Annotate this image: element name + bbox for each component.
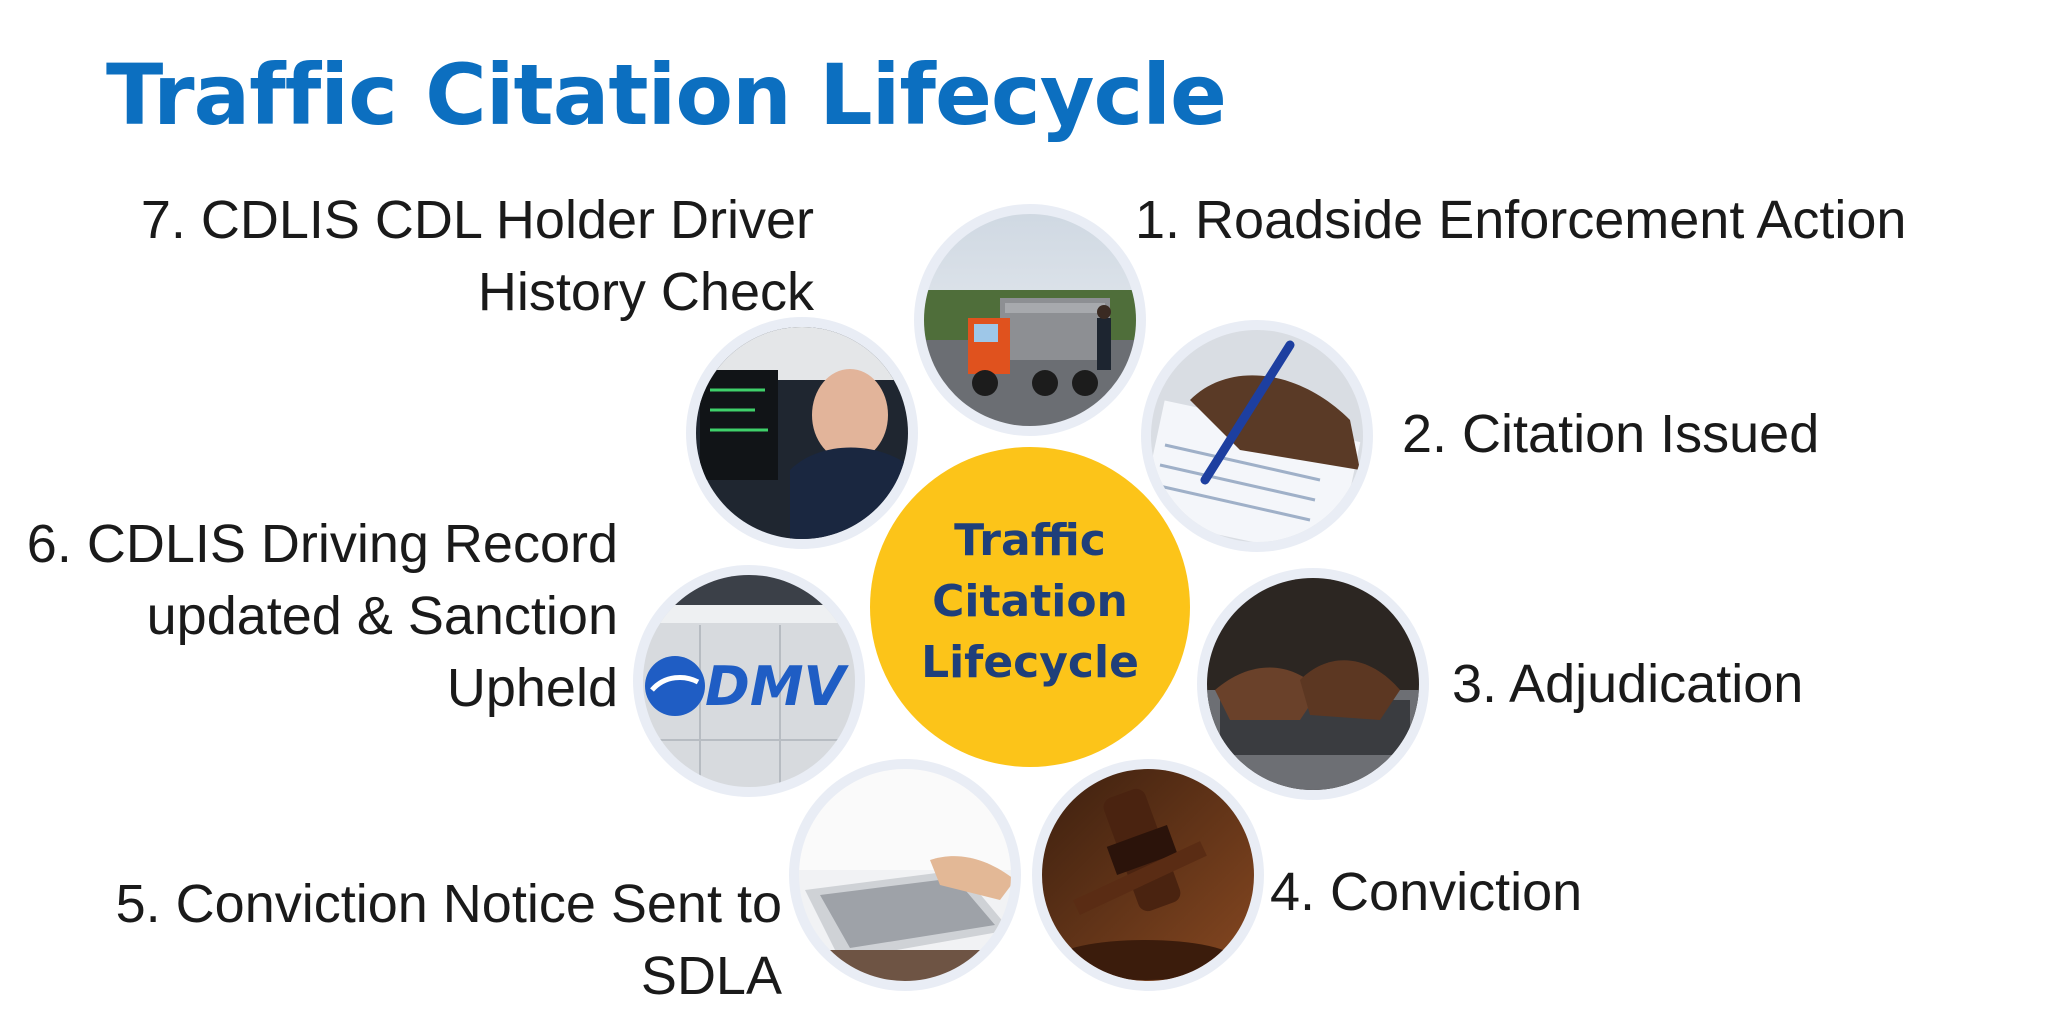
center-label: Traffic Citation Lifecycle xyxy=(921,515,1139,688)
laptop-notice-photo-icon xyxy=(789,759,1021,991)
step-1-label: 1. Roadside Enforcement Action xyxy=(1135,190,1907,250)
step-7-label: 7. CDLIS CDL Holder Driver History Check xyxy=(140,190,814,322)
typing-laptop-photo-icon xyxy=(1197,568,1429,800)
dmv-logo-text: DMV xyxy=(705,655,850,718)
center-circle xyxy=(870,447,1190,767)
truck-inspection-photo-icon xyxy=(914,204,1146,436)
step-6-label: 6. CDLIS Driving Record updated & Sancti… xyxy=(26,514,618,718)
gavel-photo-icon xyxy=(1032,759,1264,991)
step-3-label: 3. Adjudication xyxy=(1452,654,1804,714)
dmv-sign-photo-icon: DMV xyxy=(633,565,865,797)
step-5-label: 5. Conviction Notice Sent to SDLA xyxy=(115,874,782,1006)
signing-form-photo-icon xyxy=(1141,320,1373,552)
step-2-label: 2. Citation Issued xyxy=(1402,404,1820,464)
step-4-label: 4. Conviction xyxy=(1270,862,1583,922)
page-title: Traffic Citation Lifecycle xyxy=(106,46,1227,144)
